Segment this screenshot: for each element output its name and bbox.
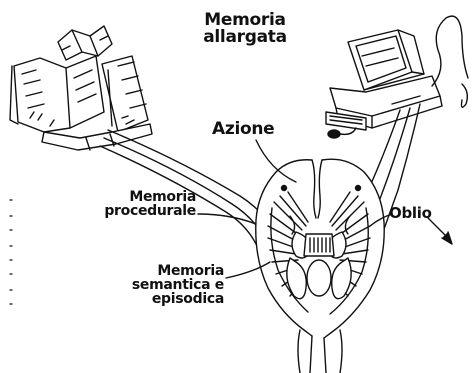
- page-margin-ticks: [10, 200, 12, 304]
- semantic-episodic-line3: episodica: [118, 292, 224, 306]
- extended-memory-label: Memoria allargata: [192, 12, 298, 46]
- extended-memory-line2: allargata: [192, 29, 298, 46]
- semantic-episodic-line2: semantica e: [118, 278, 224, 292]
- procedural-memory-line1: Memoria: [92, 190, 196, 204]
- forgetting-arrow: [428, 218, 452, 244]
- semantic-episodic-line1: Memoria: [118, 264, 224, 278]
- semantic-episodic-label: Memoria semantica e episodica: [118, 264, 224, 306]
- action-label: Azione: [212, 121, 274, 138]
- procedural-memory-line2: procedurale: [92, 204, 196, 218]
- procedural-memory-label: Memoria procedurale: [92, 190, 196, 218]
- brain-section: [256, 159, 384, 373]
- forgetting-label: Oblio: [389, 206, 432, 221]
- books-illustration: [10, 26, 152, 150]
